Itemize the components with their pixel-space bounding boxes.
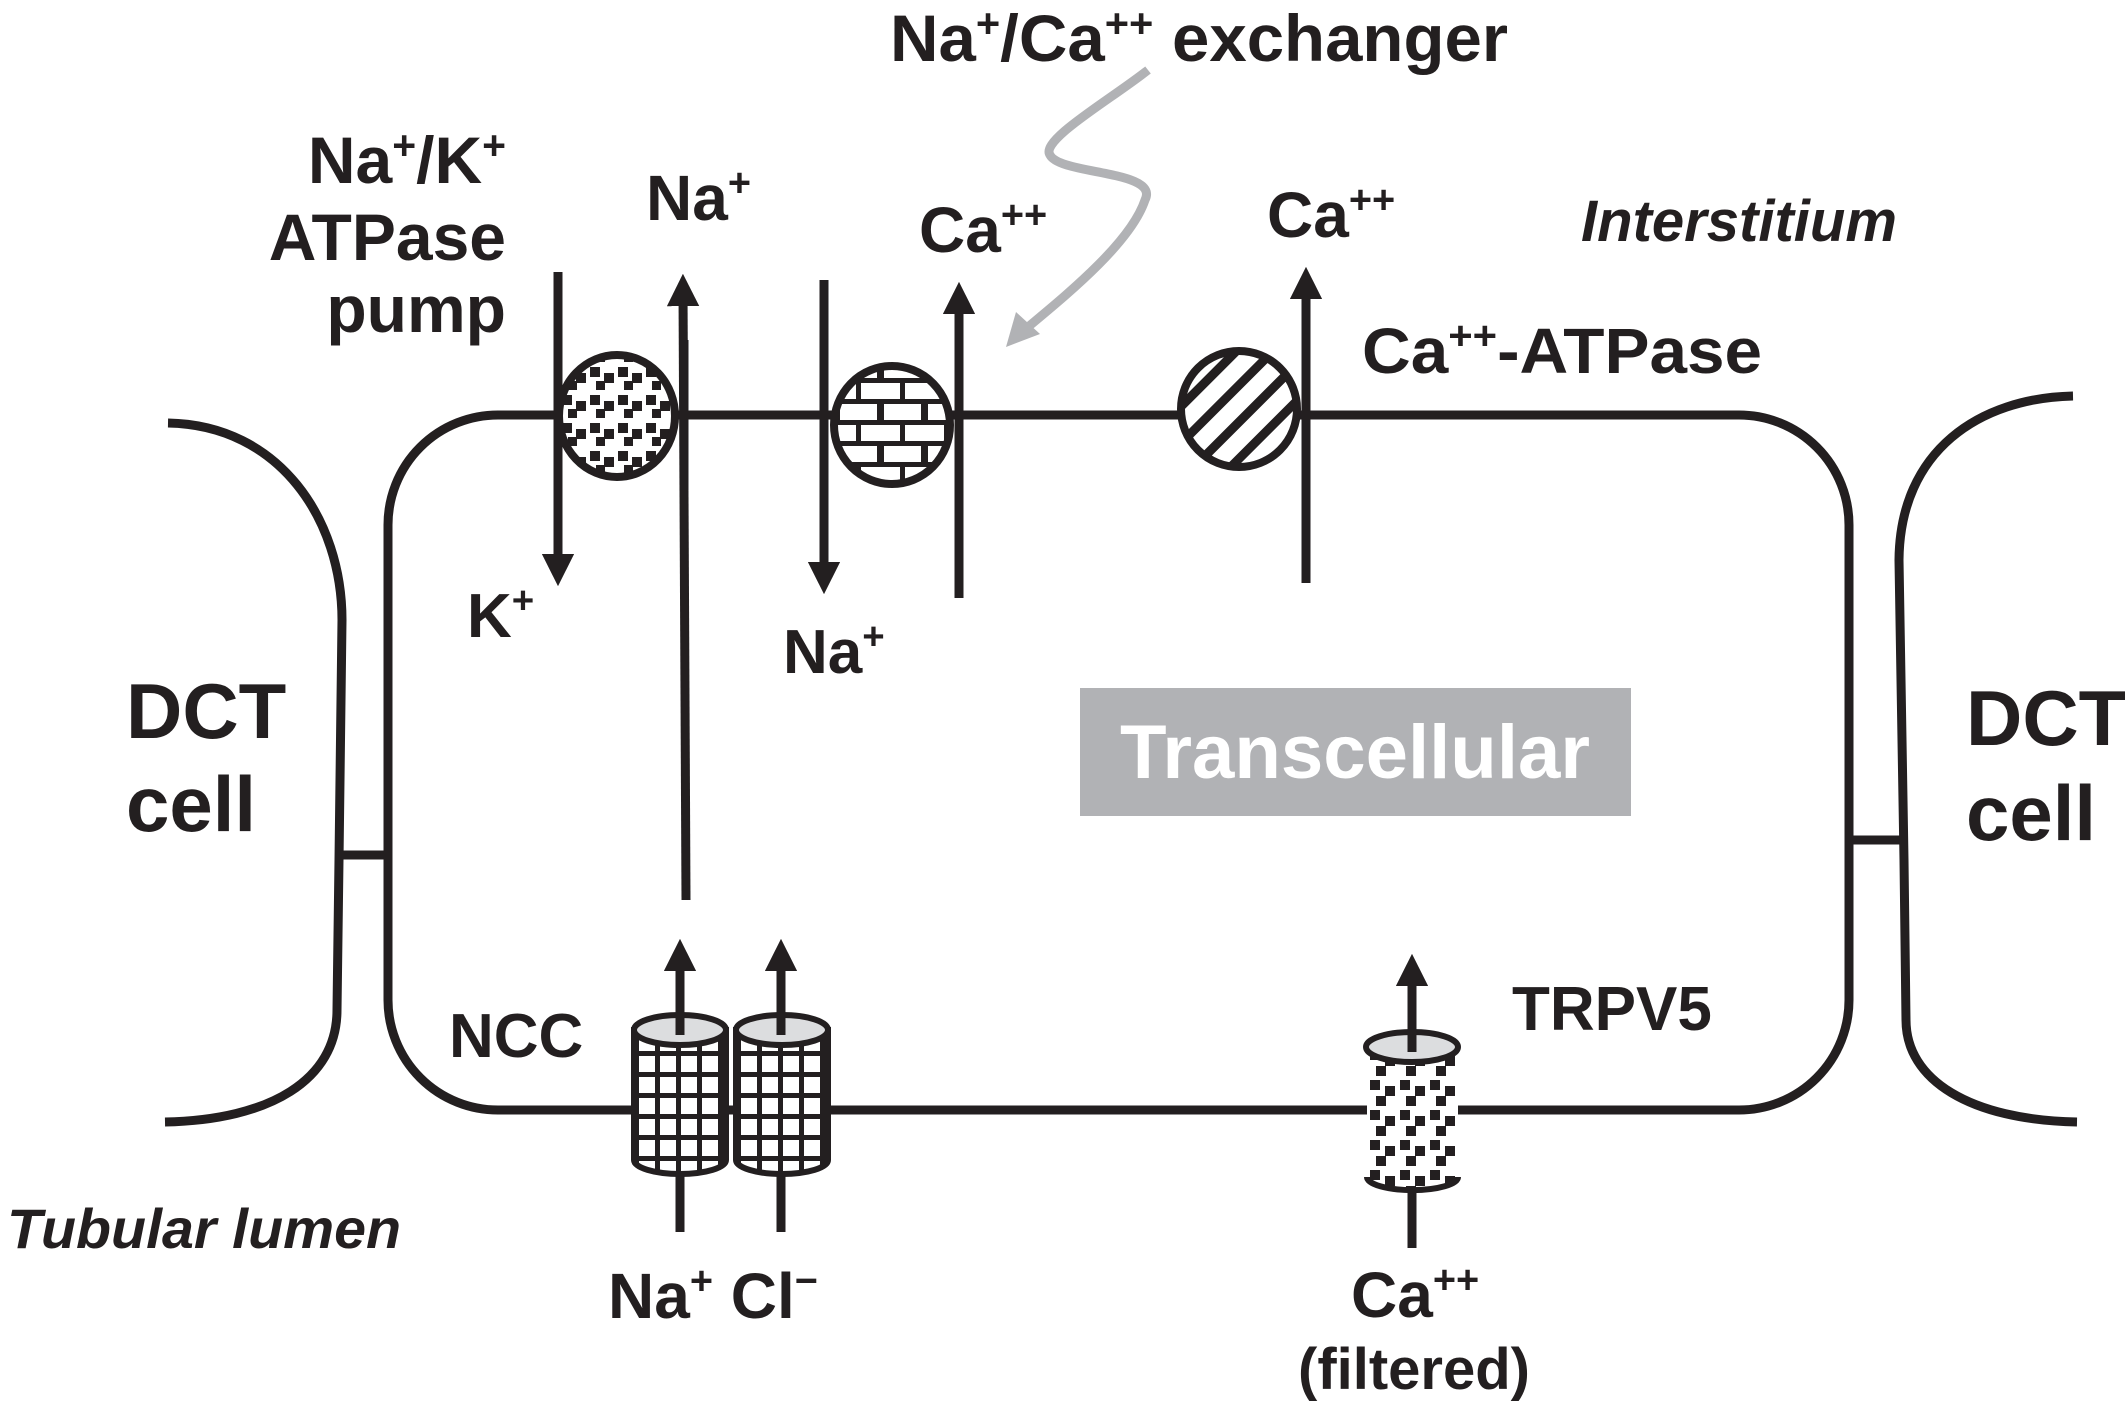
transcellular-text: Transcellular	[1120, 710, 1590, 795]
trpv5-cylinder	[1367, 1047, 1458, 1191]
trpv5-bottom-rim	[1364, 1176, 1461, 1194]
left-dct-cell-membrane	[164, 418, 347, 1127]
left-dct-label-line1: DCT	[126, 667, 286, 755]
ca-out-exchanger-ion-label: Ca++	[919, 193, 1047, 266]
ca-out-atpase-ion-label: Ca++	[1267, 178, 1395, 251]
na-ca-exchanger	[807, 280, 976, 598]
left-dct-cell-label: DCT cell	[126, 667, 286, 848]
exchanger-pointer-head	[1006, 312, 1040, 347]
ncc-cylinder-1	[631, 1027, 729, 1177]
exchanger-pointer-curve	[1019, 66, 1151, 336]
ca-lumen-ion-label: Ca++	[1351, 1258, 1479, 1331]
na-k-atpase-pump	[541, 272, 700, 901]
na-k-pump-label-line2: ATPase	[269, 200, 506, 274]
transcellular-box	[1080, 688, 1631, 816]
k-in-ion-label: K+	[467, 579, 534, 651]
na-k-pump-circle	[555, 351, 679, 481]
left-dct-label-line2: cell	[126, 760, 256, 848]
right-dct-label-line2: cell	[1966, 769, 2096, 857]
na-k-pump-label: Na+/K+ ATPase pump	[269, 122, 506, 346]
na-out-ion-label: Na+	[646, 161, 751, 234]
exchanger-pointer-arrow	[1006, 66, 1151, 347]
ncc-label: NCC	[449, 1002, 583, 1071]
na-ca-exchanger-label: Na+/Ca++ exchanger	[890, 0, 1508, 75]
ncc-cylinder-2	[733, 1027, 831, 1177]
na-cl-lumen-ion-label: Na+ Cl−	[608, 1259, 818, 1332]
ca-atpase-label: Ca++-ATPase	[1362, 314, 1762, 387]
transcellular-label-box: Transcellular	[1080, 688, 1631, 816]
na-ca-exchanger-circle	[830, 362, 954, 488]
right-dct-cell-membrane	[1894, 391, 2078, 1127]
ca-atpase	[1177, 266, 1323, 583]
na-k-pump-label-line3: pump	[326, 272, 506, 346]
trpv5-channel	[1363, 953, 1461, 1248]
right-dct-label-line1: DCT	[1966, 674, 2125, 762]
right-dct-cell-label: DCT cell	[1966, 674, 2125, 857]
na-k-pump-label-line1: Na+/K+	[308, 122, 506, 197]
tubular-lumen-label: Tubular lumen	[7, 1197, 401, 1260]
main-dct-cell-membrane	[383, 410, 1854, 1115]
ca-atpase-circle	[1177, 347, 1301, 471]
interstitium-label: Interstitium	[1581, 189, 1897, 254]
ncc-cotransporter	[631, 938, 831, 1232]
ca-filtered-note: (filtered)	[1298, 1337, 1530, 1402]
trpv5-label: TRPV5	[1512, 975, 1712, 1044]
na-in-exchanger-ion-label: Na+	[783, 615, 885, 687]
